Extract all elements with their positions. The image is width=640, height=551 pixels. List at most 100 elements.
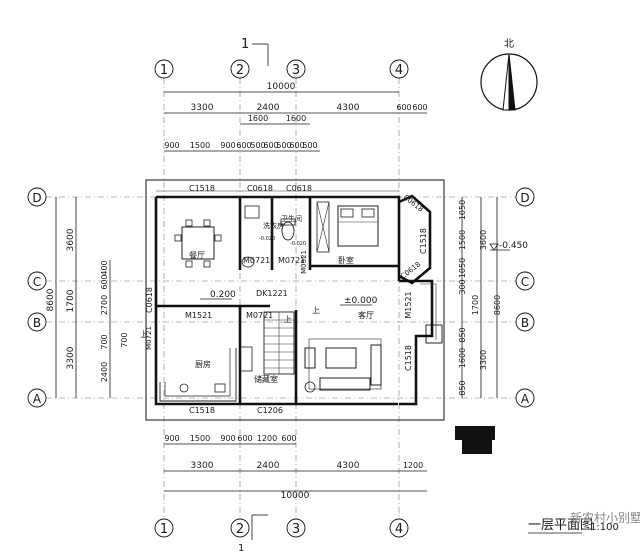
dim-bot-r1-3: 600	[237, 434, 252, 443]
dim-bot-3300: 3300	[191, 461, 214, 471]
window-c1518-bottom: C1518	[189, 406, 215, 415]
level-wash: -0.020	[259, 236, 275, 242]
room-wash: 洗衣房	[263, 221, 284, 230]
dim-left-3600: 3600	[66, 228, 76, 251]
dim-right-1050b: 1050	[458, 258, 467, 278]
axis-circle-3-top	[286, 59, 306, 79]
dim-left-600: 600	[100, 274, 109, 289]
exterior-walls	[145, 179, 445, 421]
armchair-icon	[304, 347, 316, 369]
dims-right: 1050 1500 1050 3600 300 1700 850 1600 85…	[458, 197, 528, 398]
dim-top-r3-6: 500	[276, 141, 291, 150]
axis-label-4-top: 4	[395, 63, 403, 78]
section-mark-label: 1	[241, 37, 249, 52]
axis-circle-1-top	[154, 59, 174, 79]
dim-top-3300: 3300	[191, 103, 214, 113]
axis-circle-2-top	[230, 59, 250, 79]
door-m1521-right: M1521	[404, 291, 413, 318]
dim-left-700b: 700	[120, 332, 129, 347]
sofa-right-icon	[370, 344, 382, 386]
plan-title: 一层平面图 1:100 新农村小别墅	[528, 510, 640, 534]
axis-label-2-bottom: 2	[236, 522, 244, 537]
axis-circle-D-right	[515, 187, 535, 207]
door-m0921: M0921	[300, 250, 308, 274]
dim-right-850a: 850	[458, 327, 467, 342]
axis-label-D-left: D	[32, 191, 41, 205]
dim-right-1600: 1600	[458, 348, 467, 368]
axis-label-B-right: B	[521, 316, 529, 330]
level-bath: -0.020	[290, 241, 306, 247]
axis-label-A-left: A	[33, 392, 42, 406]
door-m0721-left: M0721	[145, 326, 153, 350]
plinth-outline	[145, 179, 445, 421]
dim-bot-2400: 2400	[257, 461, 280, 471]
plan-title-text: 一层平面图	[528, 518, 593, 533]
sofa-bottom-icon	[319, 377, 371, 391]
dim-top-r3-1: 1500	[190, 141, 210, 150]
axis-markers-left: D C B A	[27, 187, 47, 408]
kitchen-counter	[159, 348, 237, 402]
room-bath: 卫生间	[281, 214, 302, 223]
axis-label-3-bottom: 3	[292, 522, 300, 537]
dim-left-1700: 1700	[66, 289, 76, 312]
entry-up-label: 上	[140, 330, 148, 339]
room-labels: 餐厅 洗衣房 卫生间 卧室 厨房 储藏室 客厅 上 上 上	[140, 214, 374, 384]
door-m0721-wash: M0721	[243, 256, 270, 265]
axis-circle-A-right	[515, 388, 535, 408]
room-bedroom: 卧室	[338, 255, 354, 265]
kitchen-sink-icon	[214, 383, 226, 393]
black-block-graphic	[455, 426, 495, 454]
window-c0618-b: C0618	[286, 184, 312, 193]
staircase	[263, 311, 295, 375]
plan-scale-text: 1:100	[590, 522, 619, 533]
dim-top-4300: 4300	[337, 103, 360, 113]
window-c1518-bay: C1518	[419, 228, 428, 254]
dim-bot-1200: 1200	[403, 461, 423, 470]
dim-bot-r1-2: 900	[220, 434, 235, 443]
dim-top-600b: 600	[412, 103, 427, 112]
axis-label-4-bottom: 4	[395, 522, 403, 537]
stair-up-label: 上	[284, 315, 292, 324]
dim-top-r3-2: 900	[220, 141, 235, 150]
dim-left-2700: 2700	[100, 295, 109, 315]
dim-bot-4300: 4300	[337, 461, 360, 471]
axis-markers-right: D C B A	[515, 187, 535, 408]
room-dining: 餐厅	[189, 251, 205, 260]
dim-left-2400: 2400	[100, 362, 109, 382]
dim-top-r3-0: 900	[164, 141, 179, 150]
dim-top-r3-4: 500	[250, 141, 265, 150]
axis-circle-B-left	[27, 312, 47, 332]
axis-circle-A-left	[27, 388, 47, 408]
axis-label-B-left: B	[33, 316, 41, 330]
dim-bot-r1-5: 600	[281, 434, 296, 443]
dims-top: 10000 3300 2400 4300 600 600 1600 1600 9…	[164, 82, 428, 152]
axis-circle-2-bottom	[230, 518, 250, 538]
dim-top-1600b: 1600	[286, 114, 306, 123]
dim-right-3300: 3300	[479, 350, 488, 370]
axis-label-A-right: A	[521, 392, 530, 406]
axis-label-1-top: 1	[160, 63, 168, 78]
axis-label-C-left: C	[33, 275, 41, 289]
axis-markers-top: 1 2 3 4	[154, 59, 409, 79]
section-mark: 1 1	[238, 37, 269, 551]
axis-label-3-top: 3	[292, 63, 300, 78]
level-marker-right: -0.450	[499, 241, 528, 251]
axis-label-C-right: C	[521, 275, 529, 289]
dim-right-3600: 3600	[479, 230, 488, 250]
dim-top-600a: 600	[396, 103, 411, 112]
dining-table-icon	[181, 226, 215, 260]
north-label: 北	[504, 38, 514, 50]
north-arrow: 北	[480, 38, 538, 111]
washing-machine-icon	[244, 205, 260, 219]
toilet-icon	[281, 221, 295, 241]
bed-icon	[337, 205, 379, 247]
storage-shelf	[239, 346, 253, 372]
window-c0618-left: C0618	[145, 287, 154, 313]
dim-right-1050a: 1050	[458, 200, 467, 220]
axis-label-1-bottom: 1	[160, 522, 168, 537]
dim-bot-r1-0: 900	[164, 434, 179, 443]
wardrobe-icon	[316, 201, 330, 253]
dims-left: 8600 3600 1700 3300 700 2700 600 400 700…	[46, 197, 129, 398]
sink-icon	[241, 256, 255, 268]
room-kitchen: 厨房	[195, 359, 211, 369]
